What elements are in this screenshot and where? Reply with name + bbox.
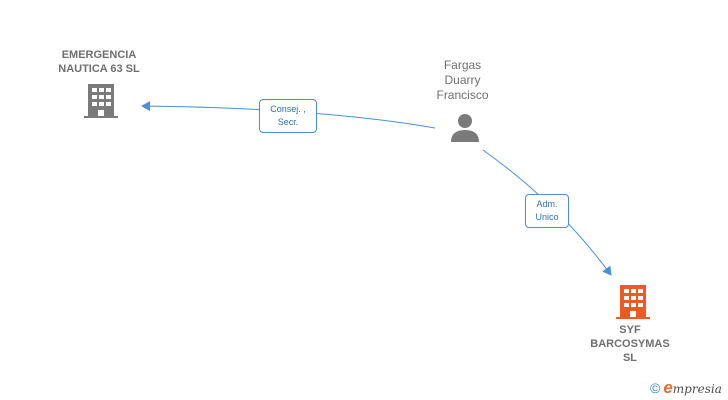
edge-label-adm-unico[interactable]: Adm. Unico xyxy=(525,194,569,228)
company-label-syf[interactable]: SYF BARCOSYMAS SL xyxy=(590,324,670,364)
copyright-icon: © xyxy=(650,380,661,396)
empresia-logo: ©empresia xyxy=(650,378,722,398)
logo-initial: e xyxy=(663,378,673,397)
company-label-emergencia[interactable]: EMERGENCIA NAUTICA 63 SL xyxy=(58,49,140,75)
person-icon[interactable] xyxy=(449,112,481,149)
building-icon[interactable] xyxy=(84,84,118,123)
edge-label-consej-secr[interactable]: Consej. , Secr. xyxy=(259,99,317,133)
building-icon-highlighted[interactable] xyxy=(616,285,650,324)
logo-text: mpresia xyxy=(672,382,722,396)
person-label[interactable]: Fargas Duarry Francisco xyxy=(436,58,489,102)
